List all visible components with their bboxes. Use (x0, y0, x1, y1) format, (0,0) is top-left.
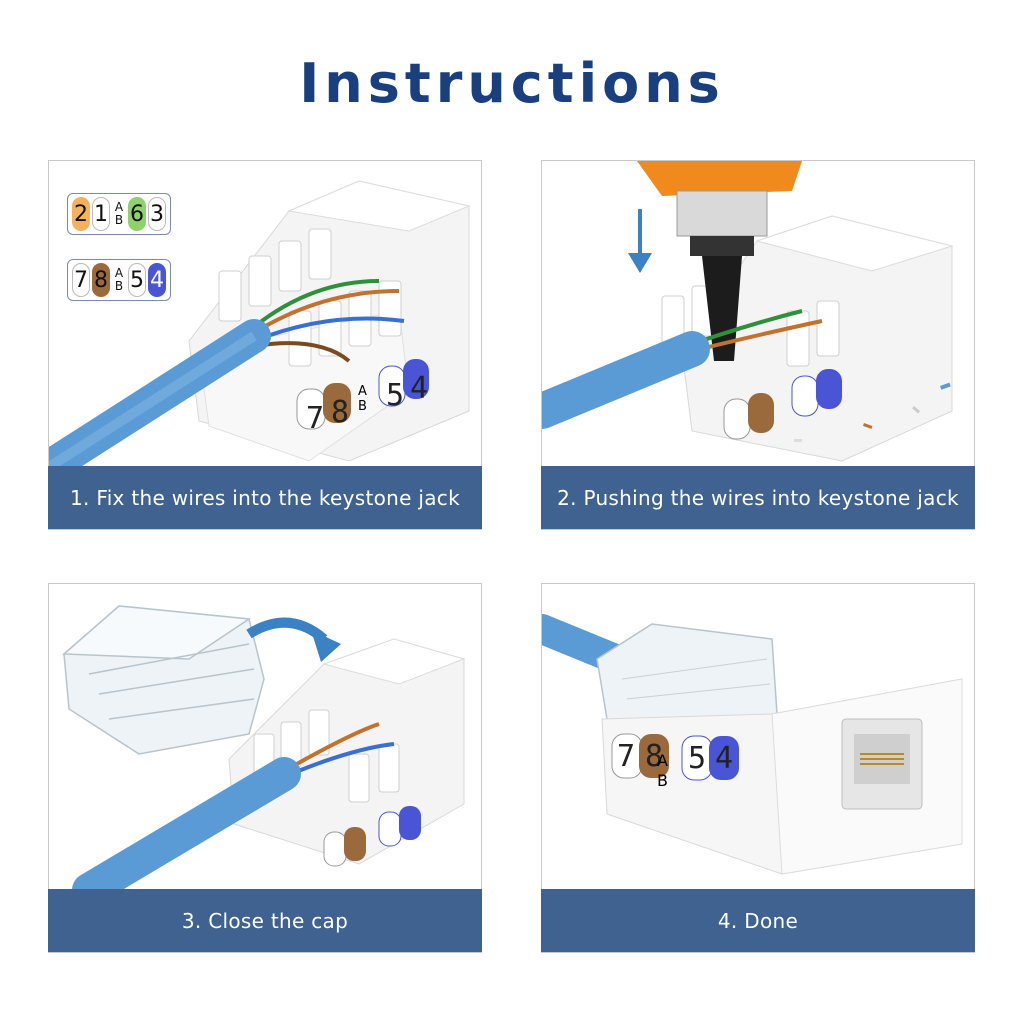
legend-chip: 5 (128, 263, 146, 297)
legend-chip: 4 (148, 263, 166, 297)
legend-chip: 2 (72, 197, 90, 231)
punch-down-illustration (542, 161, 954, 462)
step-caption-2: 2. Pushing the wires into keystone jack (541, 466, 975, 529)
step-caption-4: 4. Done (541, 889, 975, 952)
legend-chip: 6 (128, 197, 146, 231)
finished-jack-illustration (542, 614, 963, 875)
jack-label-plate (296, 359, 429, 430)
legend-chip: 3 (148, 197, 166, 231)
curved-arrow-icon (246, 617, 341, 662)
legend-chip: 1 (92, 197, 110, 231)
step-caption-1: 1. Fix the wires into the keystone jack (48, 466, 482, 529)
close-cap-illustration (62, 605, 466, 890)
punch-down-tool (637, 161, 802, 361)
down-arrow-icon (628, 209, 652, 273)
page-title: Instructions (299, 52, 725, 115)
step-caption-3: 3. Close the cap (48, 889, 482, 952)
clear-cap (62, 605, 265, 755)
legend-chip: 7 (72, 263, 90, 297)
legend-chip: 8 (92, 263, 110, 297)
keystone-jack-illustration (49, 180, 471, 467)
